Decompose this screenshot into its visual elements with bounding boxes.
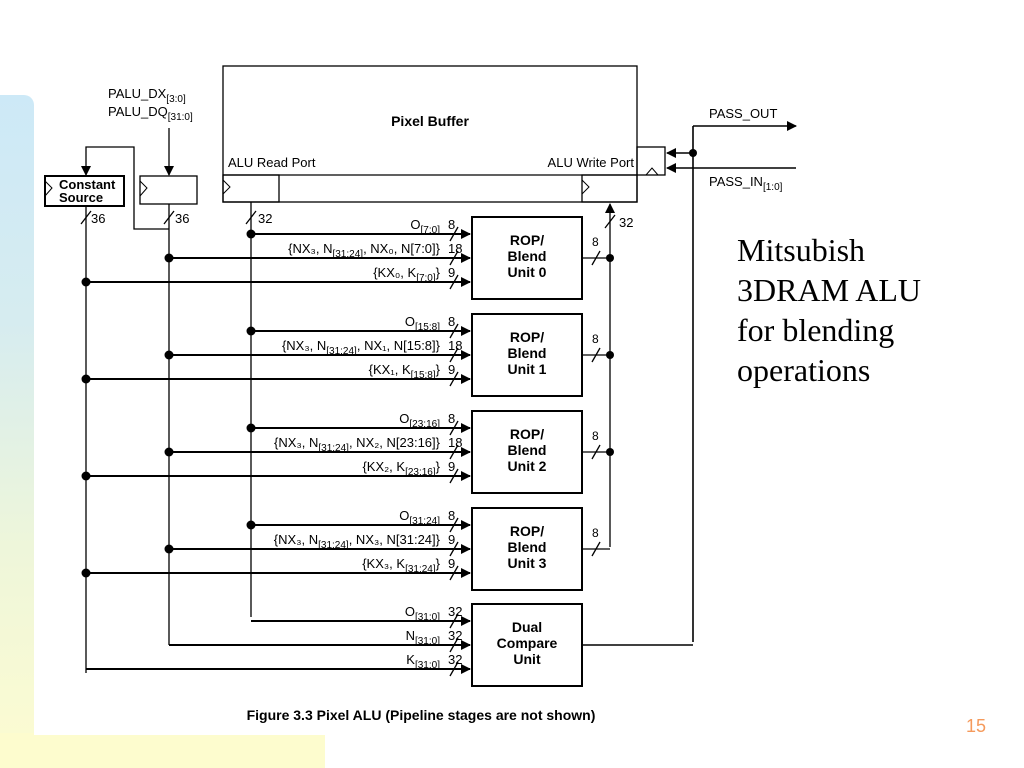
bus-width-label: 8	[592, 235, 599, 249]
signal-label: O[31:0]	[405, 604, 440, 623]
unit-label-line: Unit 2	[508, 458, 547, 474]
bus-width-label: 8	[448, 411, 455, 426]
bus-width-label: 8	[448, 508, 455, 523]
unit-label-line: Compare	[497, 635, 558, 651]
description-line: Mitsubish	[737, 232, 866, 268]
write-port-register	[581, 174, 638, 203]
signal-label: {KX₂, K[23:16]}	[362, 459, 440, 478]
signal-label: {KX₀, K[7:0]}	[373, 265, 440, 284]
slide-decoration-footer	[34, 733, 325, 768]
alu-write-port-label: ALU Write Port	[548, 155, 635, 170]
signal-label: {NX₃, N[31:24], NX₂, N[23:16]}	[274, 435, 441, 454]
signal-label: O[7:0]	[410, 217, 440, 236]
unit-label-line: ROP/	[510, 232, 544, 248]
unit-label-line: Blend	[508, 539, 547, 555]
unit-label-line: Blend	[508, 345, 547, 361]
bus-width-label: 8	[592, 429, 599, 443]
unit-label-line: Unit 0	[508, 264, 547, 280]
bus-width-label: 36	[175, 211, 189, 226]
signal-label: N[31:0]	[406, 628, 441, 647]
slide-decoration-footer-left	[0, 733, 34, 768]
bus-width-label: 18	[448, 435, 462, 450]
constant-label: Constant	[59, 177, 116, 192]
unit-label-line: Blend	[508, 248, 547, 264]
pass-out-label: PASS_OUT	[709, 106, 777, 121]
description-line: 3DRAM ALU	[737, 272, 922, 308]
bus-width-label: 8	[592, 526, 599, 540]
alu-read-port-label: ALU Read Port	[228, 155, 316, 170]
bus-width-label: 8	[448, 217, 455, 232]
unit-label-line: Unit 3	[508, 555, 547, 571]
signal-label: {KX₃, K[31:24]}	[362, 556, 440, 575]
palu-dx-label: PALU_DX[3:0]	[108, 86, 186, 105]
bus-width-label: 9	[448, 532, 455, 547]
signal-label: O[15:8]	[405, 314, 440, 333]
unit-label-line: ROP/	[510, 523, 544, 539]
figure-caption: Figure 3.3 Pixel ALU (Pipeline stages ar…	[247, 707, 596, 723]
pixel-buffer-title: Pixel Buffer	[391, 113, 469, 129]
description-line: operations	[737, 352, 871, 388]
bus-width-label: 32	[258, 211, 272, 226]
slide-decoration-band	[0, 95, 34, 740]
bus-width-label: 36	[91, 211, 105, 226]
signal-label: {NX₃, N[31:24], NX₃, N[31:24]}	[274, 532, 441, 551]
palu-dq-label: PALU_DQ[31:0]	[108, 104, 193, 123]
bus-width-label: 9	[448, 556, 455, 571]
pass-register: PASS_OUT PASS_IN[1:0]	[636, 106, 797, 642]
bus-width-label: 9	[448, 265, 455, 280]
bus-width-label: 32	[619, 215, 633, 230]
unit-label-line: Dual	[512, 619, 542, 635]
signal-label: {NX₃, N[31:24], NX₁, N[15:8]}	[282, 338, 441, 357]
bus-width-label: 32	[448, 628, 462, 643]
signal-label: O[31:24]	[399, 508, 440, 527]
bus-width-label: 9	[448, 362, 455, 377]
signal-label: K[31:0]	[406, 652, 440, 671]
signal-label: O[23:16]	[399, 411, 440, 430]
description-line: for blending	[737, 312, 895, 348]
clock-icon	[581, 179, 590, 195]
bus-width-label: 9	[448, 459, 455, 474]
signal-label: {KX₁, K[15:8]}	[369, 362, 441, 381]
unit-label-line: Unit 1	[508, 361, 547, 377]
unit-label-line: Unit	[513, 651, 541, 667]
bus-width-label: 32	[448, 604, 462, 619]
pixel-buffer-block: Pixel Buffer ALU Read Port ALU Write Por…	[222, 65, 638, 203]
source-label: Source	[59, 190, 103, 205]
unit-label-line: ROP/	[510, 426, 544, 442]
constant-source-block: Constant Source	[44, 175, 125, 207]
bus-width-label: 18	[448, 338, 462, 353]
dual-compare-unit: DualCompareUnitO[31:0]32N[31:0]32K[31:0]…	[86, 603, 693, 687]
slide-description: Mitsubish 3DRAM ALU for blending operati…	[737, 230, 921, 390]
page-number: 15	[966, 716, 987, 736]
unit-label-line: Blend	[508, 442, 547, 458]
bus-width-label: 8	[448, 314, 455, 329]
signal-label: {NX₃, N[31:24], NX₀, N[7:0]}	[288, 241, 440, 260]
bus-width-label: 32	[448, 652, 462, 667]
clock-icon	[222, 179, 231, 195]
bus-width-label: 18	[448, 241, 462, 256]
pass-in-label: PASS_IN[1:0]	[709, 174, 783, 193]
bus-width-label: 8	[592, 332, 599, 346]
unit-label-line: ROP/	[510, 329, 544, 345]
